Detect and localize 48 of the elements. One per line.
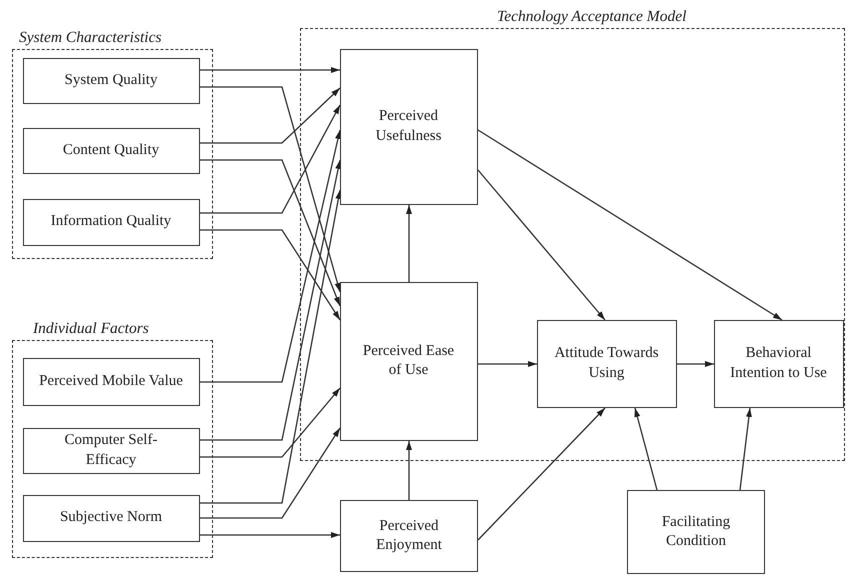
arrow bbox=[739, 408, 752, 490]
construct-box bbox=[22, 198, 200, 246]
construct-label: Perceived Mobile Value bbox=[39, 372, 183, 391]
arrow bbox=[200, 104, 341, 214]
arrow bbox=[200, 229, 341, 320]
arrow bbox=[406, 441, 412, 500]
construct-box bbox=[340, 48, 478, 204]
arrow bbox=[478, 408, 606, 540]
arrow bbox=[200, 130, 341, 383]
construct-label: Perceived Ease of Use bbox=[362, 342, 456, 380]
construct-box bbox=[536, 320, 676, 408]
construct-label: System Quality bbox=[64, 70, 158, 90]
construct-label: Information Quality bbox=[50, 212, 172, 232]
construct-box bbox=[22, 128, 200, 174]
construct-label: Attitude Towards Using bbox=[553, 344, 660, 382]
construct-box bbox=[22, 358, 200, 406]
construct-label: Subjective Norm bbox=[60, 508, 162, 528]
group-heading: Individual Factors bbox=[33, 320, 149, 338]
construct-label: Content Quality bbox=[62, 140, 160, 160]
group-heading: Technology Acceptance Model bbox=[497, 8, 686, 26]
construct-box bbox=[22, 494, 200, 542]
construct-box bbox=[714, 320, 844, 408]
arrow bbox=[677, 361, 714, 367]
arrow bbox=[200, 159, 341, 306]
construct-label: Perceived Enjoyment bbox=[375, 516, 443, 555]
arrow bbox=[200, 67, 340, 73]
construct-label: Facilitating Condition bbox=[660, 512, 732, 551]
construct-box bbox=[340, 282, 478, 440]
arrow bbox=[200, 532, 340, 538]
arrow bbox=[200, 428, 341, 519]
arrow bbox=[200, 190, 342, 504]
construct-box bbox=[340, 500, 478, 572]
arrow bbox=[200, 160, 342, 441]
arrow bbox=[406, 205, 412, 282]
arrow bbox=[634, 408, 658, 490]
group-heading: System Characteristics bbox=[19, 29, 162, 47]
arrow bbox=[478, 361, 537, 367]
arrow bbox=[200, 88, 340, 144]
construct-label: Perceived Usefulness bbox=[374, 107, 442, 146]
arrow bbox=[200, 388, 340, 458]
arrow bbox=[478, 170, 606, 320]
construct-box bbox=[22, 58, 200, 104]
construct-label: Computer Self-Efficacy bbox=[64, 431, 158, 470]
construct-box bbox=[22, 428, 200, 474]
arrow bbox=[200, 86, 341, 292]
construct-label: Behavioral Intention to Use bbox=[729, 344, 828, 382]
arrow bbox=[478, 129, 782, 321]
construct-box bbox=[627, 490, 765, 574]
